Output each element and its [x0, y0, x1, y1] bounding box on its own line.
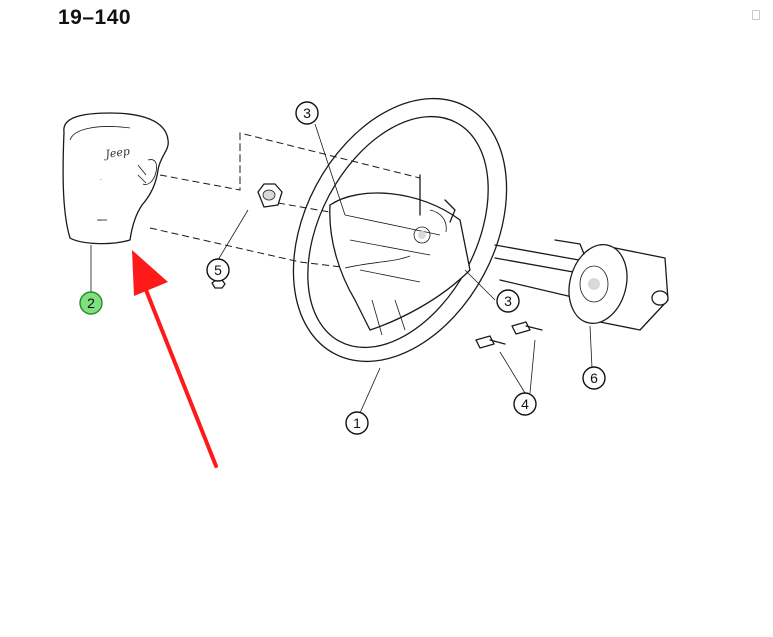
callout-6-label: 6	[590, 370, 598, 386]
steering-wheel	[292, 97, 508, 363]
callout-5: 5	[206, 258, 230, 282]
callout-5-label: 5	[214, 262, 222, 278]
screws-part-4	[475, 321, 543, 349]
airbag-module: Jeep · ·	[62, 112, 169, 245]
callout-6: 6	[582, 366, 606, 390]
callout-3-right-label: 3	[504, 293, 512, 309]
callout-2-label: 2	[87, 295, 95, 311]
callout-1: 1	[345, 411, 369, 435]
airbag-emblem-text: Jeep	[103, 145, 131, 162]
callout-4: 4	[513, 392, 537, 416]
callout-1-label: 1	[353, 415, 361, 431]
callout-3-top-label: 3	[303, 105, 311, 121]
callout-2: 2	[79, 291, 103, 315]
page-number: 19–140	[58, 6, 132, 29]
page-edge-mark	[752, 10, 760, 20]
leader-lines	[90, 123, 593, 414]
callout-3-right: 3	[496, 289, 520, 313]
callout-3-top: 3	[295, 101, 319, 125]
airbag-mark-small: ·	[100, 177, 102, 184]
pointer-arrow	[132, 250, 218, 468]
callout-4-label: 4	[521, 396, 529, 412]
clockspring-column-part-6	[494, 239, 669, 331]
airbag-mark-lower: ·	[99, 218, 101, 225]
